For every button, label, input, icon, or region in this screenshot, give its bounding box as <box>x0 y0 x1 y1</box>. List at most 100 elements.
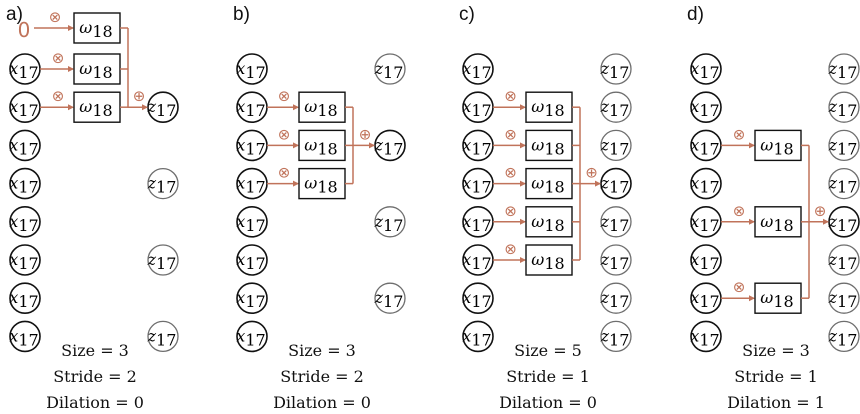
panels.2.z_labels.4: z17 <box>600 211 630 234</box>
arrow-head <box>520 104 526 111</box>
panels.3.z_labels.7: z17 <box>828 326 858 349</box>
arrow-head <box>520 180 526 187</box>
panels.3.x_labels.0: x17 <box>690 59 719 82</box>
panels.1.x_labels.7-symbol: x <box>236 326 245 345</box>
multiply-symbol: ⊗ <box>52 87 65 105</box>
panels.2.x_labels.6-symbol: x <box>462 288 471 307</box>
panels.3.weights.1.label: ω18 <box>760 211 793 234</box>
sum-symbol: ⊕ <box>814 202 827 220</box>
panels.0.weights.0.label-symbol: ω <box>79 18 92 37</box>
caption-line: Size = 5 <box>514 341 582 360</box>
panels.0.x_labels.4-subscript: 17 <box>18 215 38 234</box>
panels.1.weights.2.label-subscript: 18 <box>317 177 337 196</box>
panels.3.z_labels.4-symbol: z <box>828 211 838 230</box>
panels.1.x_labels.7: x17 <box>236 326 265 349</box>
panels.3.weights.0.label: ω18 <box>760 135 793 158</box>
panel-b: b)x17x17x17x17x17x17x17x17z17z17z17z17⊗ω… <box>233 4 406 412</box>
panels.0.z_labels.0-subscript: 17 <box>156 101 176 120</box>
panels.0.weights.1.label: ω18 <box>79 59 112 82</box>
weight-box <box>73 53 121 85</box>
input-node <box>9 320 41 353</box>
panels.3.z_labels.6-subscript: 17 <box>837 292 857 311</box>
panels.3.z_labels.4: z17 <box>828 211 858 234</box>
panels.0.z_labels.2: z17 <box>147 250 177 273</box>
panels.2.weights.1.label-subscript: 18 <box>544 139 564 158</box>
panel-c: c)x17x17x17x17x17x17x17x17z17z17z17z17z1… <box>459 4 632 412</box>
panels.3.z_labels.0-symbol: z <box>828 59 838 78</box>
panels.2.z_labels.5-symbol: z <box>600 250 610 269</box>
input-node <box>9 282 41 315</box>
panels.2.z_labels.3-symbol: z <box>600 173 610 192</box>
arrow-head <box>823 218 829 225</box>
panels.0.x_labels.0: x17 <box>9 59 38 82</box>
panels.1.x_labels.7-subscript: 17 <box>245 330 265 349</box>
input-node <box>690 167 722 200</box>
input-node <box>9 206 41 238</box>
weight-box <box>525 167 573 200</box>
panels.1.weights.0.label-symbol: ω <box>304 97 317 116</box>
arrow-head <box>68 104 74 111</box>
panels.3.x_labels.7-symbol: x <box>690 326 699 345</box>
panels.3.z_labels.7-symbol: z <box>828 326 838 345</box>
panels.2.x_labels.6-subscript: 17 <box>471 292 491 311</box>
panels.0.z_labels.0: z17 <box>147 97 177 120</box>
panel-letter: d) <box>687 4 704 25</box>
panels.3.weights.1.label-symbol: ω <box>760 211 773 230</box>
panels.2.weights.3.label: ω18 <box>531 211 564 234</box>
panels.2.x_labels.4-subscript: 17 <box>471 215 491 234</box>
input-node <box>690 320 722 353</box>
panels.3.weights.0.label-subscript: 18 <box>773 139 793 158</box>
panels.0.weights.0.label-subscript: 18 <box>92 22 112 41</box>
panels.1.weights.0.label-subscript: 18 <box>317 101 337 120</box>
panels.3.x_labels.6: x17 <box>690 288 719 311</box>
panels.2.z_labels.6: z17 <box>600 288 630 311</box>
panels.1.x_labels.2: x17 <box>236 135 265 158</box>
panels.3.z_labels.2: z17 <box>828 135 858 158</box>
output-node <box>147 167 179 200</box>
panels.3.weights.2.label-subscript: 18 <box>773 292 793 311</box>
panels.1.x_labels.0: x17 <box>236 59 265 82</box>
panels.3.z_labels.6: z17 <box>828 288 858 311</box>
panels.3.x_labels.2: x17 <box>690 135 719 158</box>
sum-symbol: ⊕ <box>133 87 146 105</box>
panels.2.weights.4.label: ω18 <box>531 250 564 273</box>
panels.1.x_labels.5-subscript: 17 <box>245 254 265 273</box>
panels.3.z_labels.2-symbol: z <box>828 135 838 154</box>
panels.1.weights.2.label: ω18 <box>304 173 337 196</box>
panels.2.x_labels.7: x17 <box>462 326 491 349</box>
panels.2.x_labels.7-subscript: 17 <box>471 330 491 349</box>
panels.1.x_labels.1-symbol: x <box>236 97 245 116</box>
panels.0.x_labels.3-subscript: 17 <box>18 177 38 196</box>
panels.1.x_labels.0-subscript: 17 <box>245 63 265 82</box>
output-node <box>600 129 632 162</box>
panels.2.z_labels.1-subscript: 17 <box>609 101 629 120</box>
output-node <box>828 282 860 314</box>
panels.1.z_labels.3-subscript: 17 <box>383 292 403 311</box>
panels.0.weights.2.label-subscript: 18 <box>92 101 112 120</box>
panels.0.x_labels.4: x17 <box>9 211 38 234</box>
panels.3.x_labels.6-symbol: x <box>690 288 699 307</box>
weight-box <box>73 91 121 123</box>
caption-line: Dilation = 0 <box>46 393 144 412</box>
panels.3.x_labels.3: x17 <box>690 173 719 196</box>
panels.1.x_labels.4-symbol: x <box>236 211 245 230</box>
panels.2.x_labels.7-symbol: x <box>462 326 471 345</box>
panel-d: d)x17x17x17x17x17x17x17x17z17z17z17z17z1… <box>687 4 860 412</box>
arrow-head <box>749 295 755 302</box>
panels.0.x_labels.1-subscript: 17 <box>18 101 38 120</box>
panels.0.z_labels.0-symbol: z <box>147 97 157 116</box>
input-node <box>462 53 494 85</box>
panels.0.x_labels.0-symbol: x <box>9 59 18 78</box>
multiply-symbol: ⊗ <box>504 125 517 143</box>
multiply-symbol: ⊗ <box>733 125 746 143</box>
weight-box <box>754 282 802 314</box>
output-node <box>600 206 632 238</box>
arrow-head <box>520 257 526 263</box>
panels.2.z_labels.1: z17 <box>600 97 630 120</box>
input-node <box>9 244 41 276</box>
output-node <box>374 282 406 314</box>
panels.2.weights.2.label-symbol: ω <box>531 173 544 192</box>
panels.2.z_labels.7-symbol: z <box>600 326 610 345</box>
panels.0.x_labels.4-symbol: x <box>9 211 18 230</box>
panels.2.weights.4.label-symbol: ω <box>531 250 544 269</box>
